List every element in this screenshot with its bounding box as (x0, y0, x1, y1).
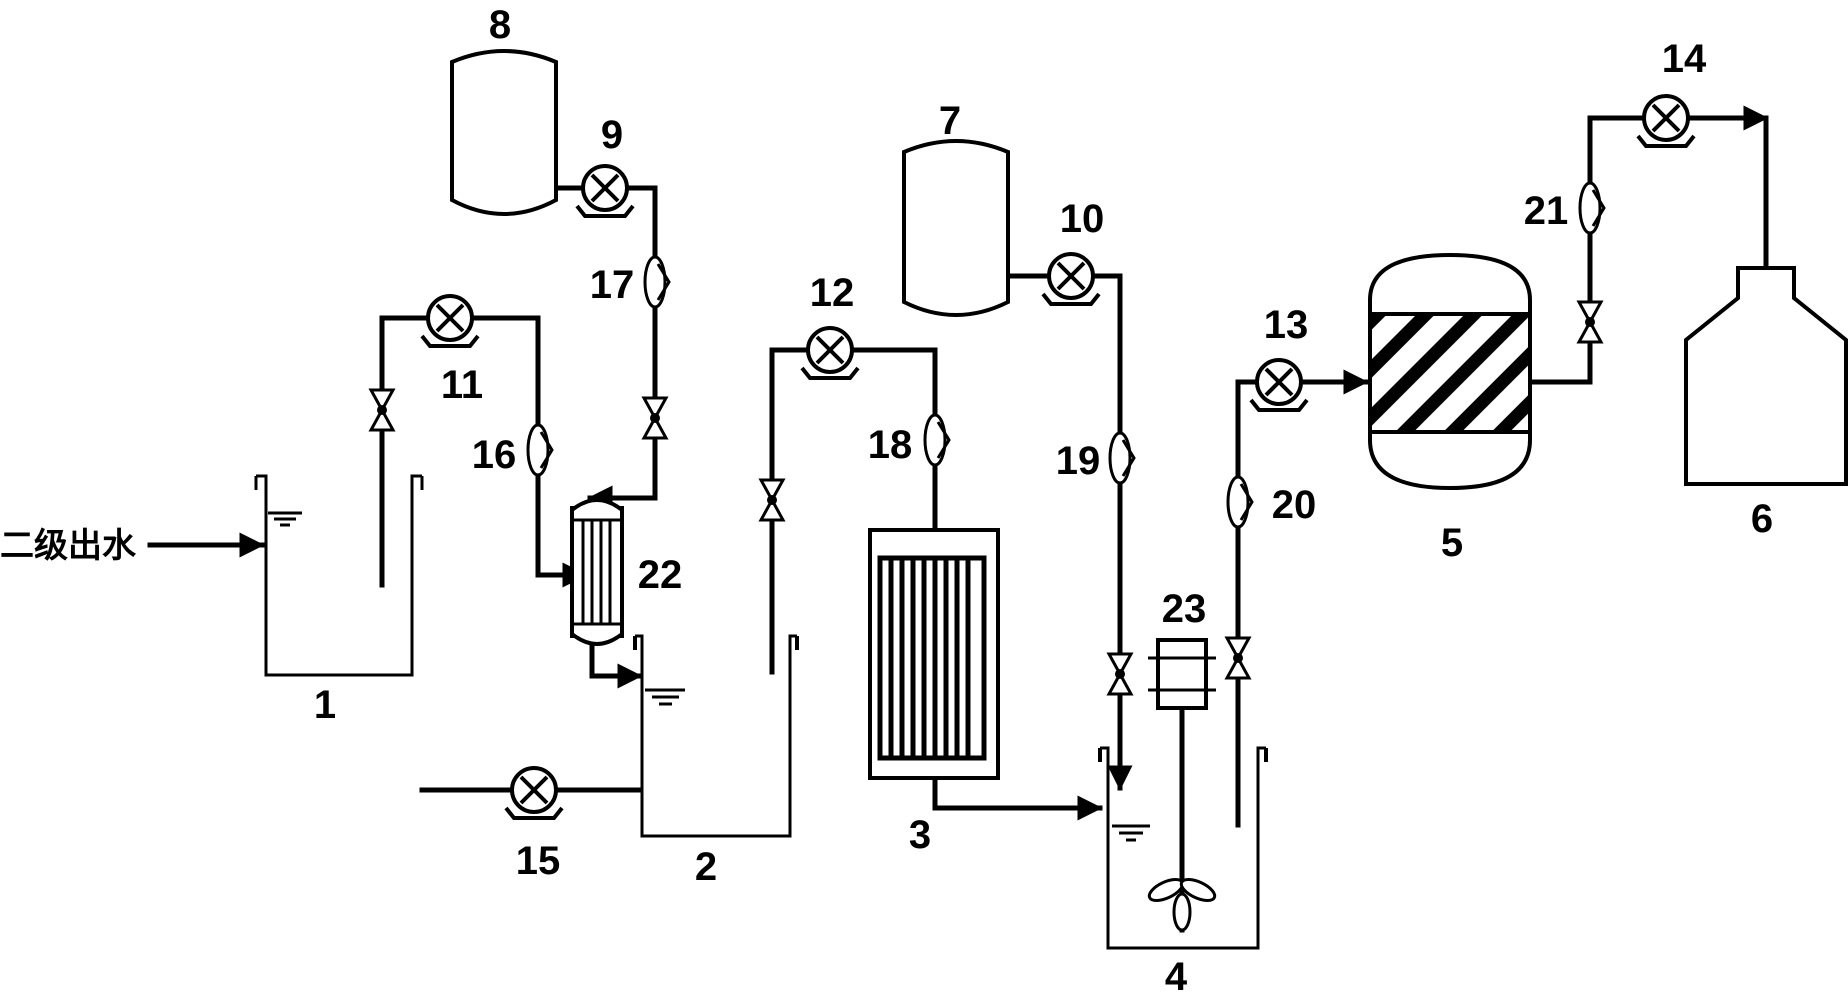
label-11: 11 (441, 363, 483, 407)
collection-vessel-6 (1684, 266, 1848, 486)
label-22: 22 (638, 553, 683, 597)
adsorption-column-5 (1368, 252, 1532, 491)
label-23: 23 (1162, 587, 1207, 631)
label-19: 19 (1056, 439, 1101, 483)
water-level-symbol (268, 511, 302, 527)
label-18: 18 (868, 423, 913, 467)
water-level-symbol (1112, 824, 1150, 842)
reagent-tank-7 (902, 139, 1010, 317)
pump-9-icon (575, 164, 635, 218)
valve-icon (369, 388, 395, 432)
valve-icon (759, 478, 785, 522)
label-5: 5 (1441, 521, 1463, 565)
pump-11-icon (420, 294, 480, 348)
flowmeter-19-icon (1108, 431, 1136, 485)
pump-15-icon (504, 766, 564, 820)
pipe-column5-to-pump14 (1531, 115, 1648, 385)
pump-14-icon (1636, 94, 1696, 148)
flowmeter-16-icon (526, 423, 554, 477)
label-17: 17 (590, 263, 635, 307)
label-21: 21 (1524, 189, 1569, 233)
label-6: 6 (1751, 497, 1773, 541)
inlet-label: 二级出水 (0, 526, 137, 566)
label-7: 7 (939, 99, 961, 143)
pipe-tank4-to-pump13 (1235, 379, 1261, 828)
flowmeter-20-icon (1226, 475, 1254, 529)
pipe-reactor3-to-tank4 (932, 767, 1103, 821)
label-2: 2 (695, 845, 717, 889)
label-3: 3 (909, 813, 931, 857)
flowmeter-18-icon (923, 413, 951, 467)
water-level-symbol (645, 688, 685, 706)
valve-icon (1107, 652, 1133, 696)
pump-12-icon (800, 326, 860, 380)
reactor-3 (868, 528, 1000, 780)
pipe-tank2-to-pump12 (769, 347, 811, 675)
pipe-column22-to-tank2 (589, 642, 643, 689)
label-20: 20 (1272, 483, 1317, 527)
label-14: 14 (1662, 37, 1707, 81)
label-1: 1 (314, 683, 336, 727)
tank-4 (1098, 746, 1268, 950)
valve-icon (1577, 300, 1603, 344)
pipe-pump9-to-column22 (587, 185, 658, 511)
column-22 (570, 498, 624, 646)
pipe-pump10-to-tank4 (1089, 273, 1133, 791)
flowmeter-21-icon (1578, 181, 1606, 235)
mixer-impeller-icon (1147, 877, 1217, 932)
label-4: 4 (1165, 955, 1188, 992)
tank-2 (633, 634, 799, 838)
label-9: 9 (601, 113, 623, 157)
label-15: 15 (516, 839, 561, 883)
label-12: 12 (810, 271, 855, 315)
piping (147, 105, 1769, 933)
label-8: 8 (489, 3, 511, 47)
label-13: 13 (1264, 303, 1309, 347)
pump-10-icon (1041, 252, 1101, 306)
valve-icon (642, 396, 668, 440)
valve-icon (1225, 636, 1251, 680)
label-16: 16 (472, 433, 517, 477)
motor-23 (1148, 638, 1216, 710)
pipe-pump12-to-reactor3 (847, 347, 938, 563)
pump-13-icon (1249, 358, 1309, 412)
tank-1 (254, 474, 424, 677)
pipe-tank1-to-pump11 (379, 315, 431, 588)
label-10: 10 (1060, 197, 1105, 241)
flowmeter-17-icon (643, 255, 671, 309)
reagent-tank-8 (450, 49, 558, 216)
